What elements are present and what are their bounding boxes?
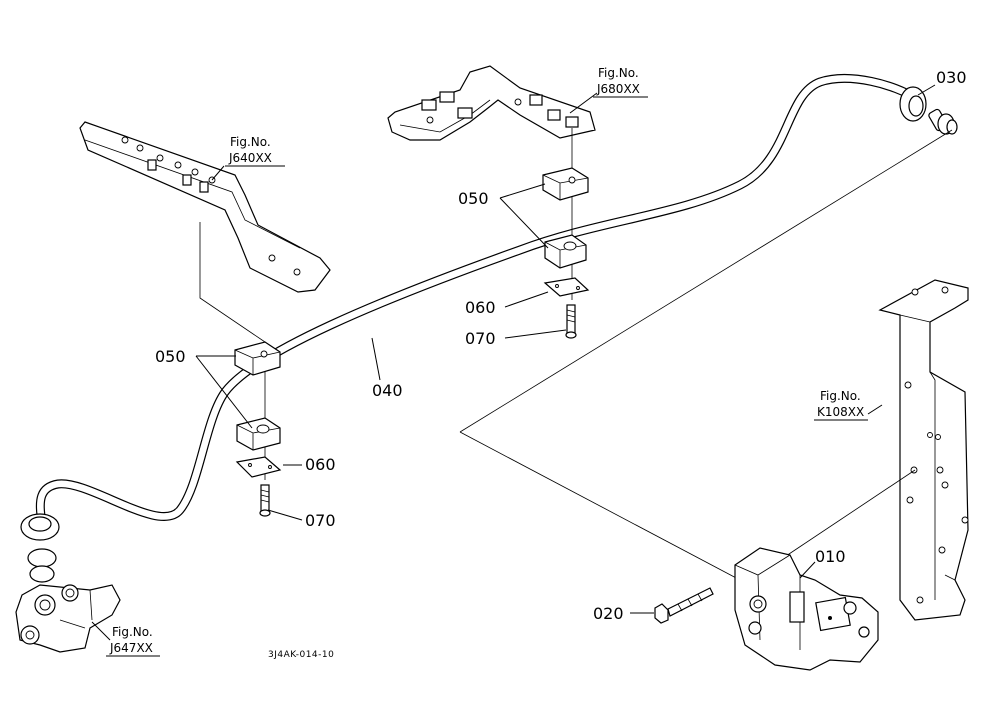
callout-leaders xyxy=(91,84,936,641)
figref-k108-prefix: Fig.No. xyxy=(820,389,861,403)
figref-j680-label[interactable]: Fig.No. J680XX xyxy=(593,66,648,98)
callout-040[interactable]: 040 xyxy=(372,381,403,400)
pipe-left-nut xyxy=(20,513,60,541)
plate-lower-060[interactable] xyxy=(235,456,282,478)
clamp-upper-bottom-050[interactable] xyxy=(544,234,587,269)
figref-j647-prefix: Fig.No. xyxy=(112,625,153,639)
guide-line-bolt xyxy=(779,469,916,561)
callout-050-upper[interactable]: 050 xyxy=(458,189,489,208)
bolt-lower-070[interactable] xyxy=(259,484,271,517)
figref-j680-prefix: Fig.No. xyxy=(598,66,639,80)
fitting-030[interactable] xyxy=(899,86,958,135)
drawing-code: 3J4AK-014-10 xyxy=(268,650,334,660)
valve-010[interactable] xyxy=(734,547,879,671)
callout-020[interactable]: 020 xyxy=(593,604,624,623)
clamp-lower-top-050[interactable] xyxy=(234,341,281,376)
bolt-020[interactable] xyxy=(654,587,714,624)
guide-line-lower xyxy=(459,431,741,581)
figref-j640-prefix: Fig.No. xyxy=(230,135,271,149)
figref-j640-number: J640XX xyxy=(228,151,272,165)
callout-070-lower[interactable]: 070 xyxy=(305,511,336,530)
frame-k108 xyxy=(878,279,969,621)
callout-050-lower[interactable]: 050 xyxy=(155,347,186,366)
bolt-upper-070[interactable] xyxy=(565,304,577,339)
clamp-lower-bottom-050[interactable] xyxy=(236,417,281,451)
guide-line-upper xyxy=(459,129,953,433)
callout-030[interactable]: 030 xyxy=(936,68,967,87)
callout-060-lower[interactable]: 060 xyxy=(305,455,336,474)
figref-k108-number: K108XX xyxy=(817,405,864,419)
callout-060-upper[interactable]: 060 xyxy=(465,298,496,317)
callout-070-upper[interactable]: 070 xyxy=(465,329,496,348)
callout-010[interactable]: 010 xyxy=(815,547,846,566)
figref-j640-label[interactable]: Fig.No. J640XX xyxy=(225,135,285,167)
plate-upper-060[interactable] xyxy=(543,277,590,297)
pipe-040[interactable] xyxy=(35,73,920,527)
bracket-j680 xyxy=(387,65,596,141)
figref-j647-label[interactable]: Fig.No. J647XX xyxy=(106,625,160,657)
bracket-j640 xyxy=(79,121,331,293)
figref-j647-number: J647XX xyxy=(109,641,153,655)
figref-j680-number: J680XX xyxy=(596,82,640,96)
clamp-upper-top-050[interactable] xyxy=(542,167,589,201)
leader-j640-box xyxy=(199,222,266,480)
bracket-j640-studs xyxy=(121,136,301,276)
coupler-j647 xyxy=(15,548,121,653)
figref-k108-label[interactable]: Fig.No. K108XX xyxy=(814,389,868,421)
